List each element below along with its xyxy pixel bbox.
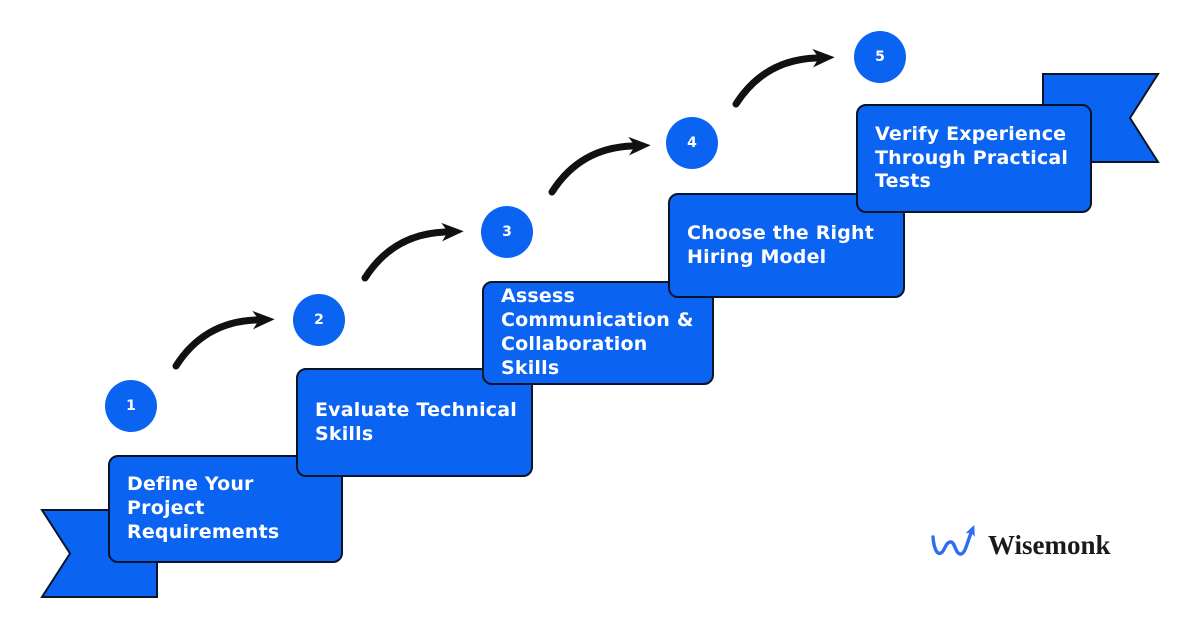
wisemonk-logo-icon [931,524,975,556]
step-title: Choose the Right Hiring Model [687,221,875,268]
step-number: 2 [314,312,324,328]
curved-arrow-icon [172,310,275,370]
step-number: 5 [875,49,885,65]
step-card-4: Choose the Right Hiring Model [668,193,905,298]
brand-logo: Wisemonk [928,524,1111,563]
step-number-badge-2: 2 [293,294,345,346]
step-number-badge-4: 4 [666,117,718,169]
brand-name: Wisemonk [988,529,1111,560]
step-title: Verify Experience Through Practical Test… [875,122,1069,193]
curved-arrow-icon [361,222,464,282]
step-number: 1 [126,398,136,414]
step-number-badge-5: 5 [854,31,906,83]
step-card-5: Verify Experience Through Practical Test… [856,104,1092,213]
step-title: Assess Communication & Collaboration Ski… [501,285,694,379]
step-card-2: Evaluate Technical Skills [296,368,533,477]
step-number-badge-3: 3 [481,206,533,258]
curved-arrow-icon [732,48,835,108]
step-card-1: Define Your Project Requirements [108,455,343,563]
step-title: Define Your Project Requirements [127,473,280,543]
step-number: 4 [687,135,697,151]
step-number-badge-1: 1 [105,380,157,432]
step-title: Evaluate Technical Skills [315,398,517,445]
curved-arrow-icon [548,136,651,196]
step-number: 3 [502,224,512,240]
step-card-3: Assess Communication & Collaboration Ski… [482,281,714,385]
